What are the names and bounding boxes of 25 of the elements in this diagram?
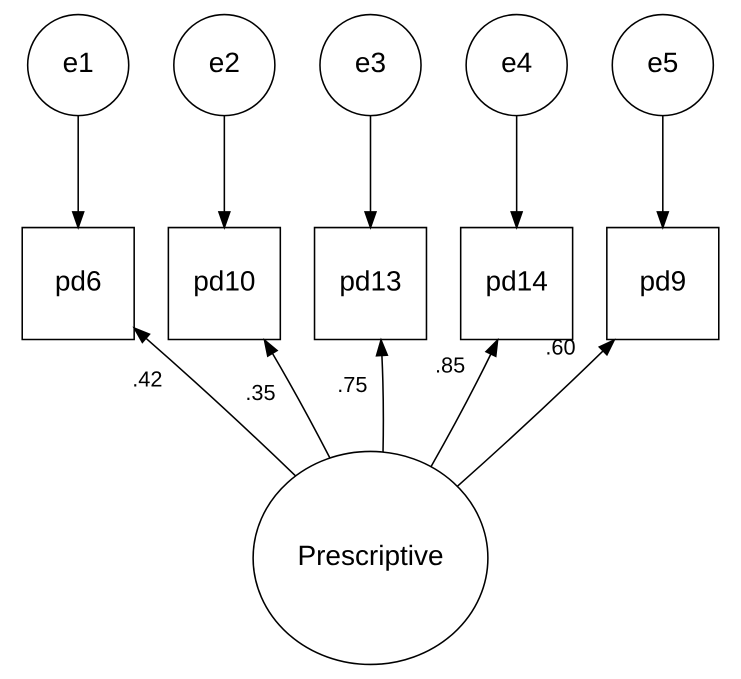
node-circle: e2 [173,14,276,116]
node-box: pd10 [168,226,282,340]
arrow [132,326,296,476]
arrow [375,338,388,452]
arrow [364,116,378,230]
arrow [218,116,231,230]
arrow [510,116,524,230]
node-circle: Prescriptive [252,450,489,666]
edge-label: .35 [245,380,276,406]
node-circle: e4 [465,14,568,116]
arrow [457,338,616,487]
node-circle: e3 [319,14,422,116]
node-box: pd6 [21,226,135,340]
node-box: pd9 [606,226,720,340]
arrow [656,116,670,230]
node-box: pd13 [314,226,428,340]
edge-label: .75 [337,372,368,397]
arrow [263,338,330,458]
arrow [72,116,85,230]
arrow [430,338,499,467]
node-box: pd14 [460,226,574,340]
edge-label: .42 [132,366,162,392]
node-circle: e1 [26,14,130,116]
node-circle: e5 [612,14,714,116]
edge-label: .85 [435,352,466,378]
